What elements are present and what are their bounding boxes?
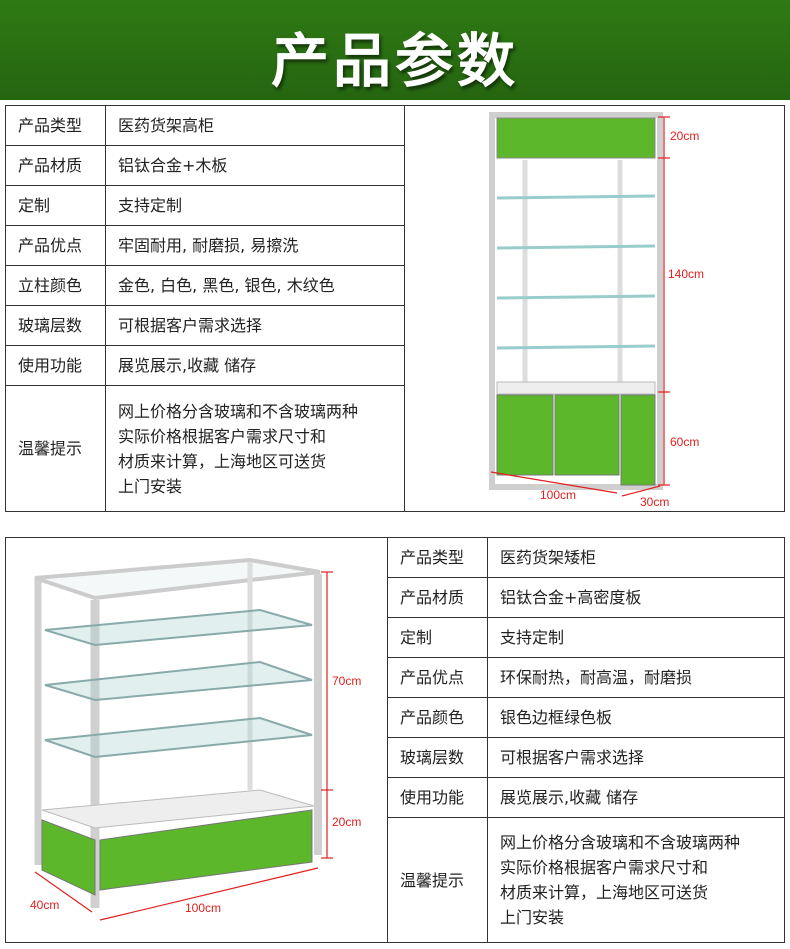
table-row: 使用功能展览展示,收藏 储存 <box>387 777 785 818</box>
dimension-label: 30cm <box>640 495 669 509</box>
dimension-label: 40cm <box>30 898 59 912</box>
table-row-note: 温馨提示 网上价格分含玻璃和不含玻璃两种实际价格根据客户需求尺寸和材质来计算，上… <box>5 385 405 512</box>
dimension-label: 140cm <box>668 267 704 281</box>
tall-cabinet-spec-table: 产品类型医药货架高柜 产品材质铝钛合金+木板 定制支持定制 产品优点牢固耐用, … <box>5 105 405 512</box>
table-row: 立柱颜色金色, 白色, 黑色, 银色, 木纹色 <box>5 265 405 306</box>
table-row: 产品颜色银色边框绿色板 <box>387 697 785 738</box>
table-row: 产品材质铝钛合金+高密度板 <box>387 577 785 618</box>
header-banner: 产品参数 <box>0 0 790 100</box>
dimension-label: 20cm <box>670 129 699 143</box>
table-row: 使用功能展览展示,收藏 储存 <box>5 345 405 386</box>
table-row: 产品类型医药货架高柜 <box>5 105 405 146</box>
table-row: 玻璃层数可根据客户需求选择 <box>5 305 405 346</box>
dimension-label: 60cm <box>670 435 699 449</box>
dimension-label: 70cm <box>332 674 361 688</box>
table-row: 产品类型医药货架矮柜 <box>387 537 785 578</box>
table-row: 产品优点牢固耐用, 耐磨损, 易擦洗 <box>5 225 405 266</box>
dimension-label: 100cm <box>185 901 221 915</box>
table-row: 玻璃层数可根据客户需求选择 <box>387 737 785 778</box>
low-cabinet-spec-table: 产品类型医药货架矮柜 产品材质铝钛合金+高密度板 定制支持定制 产品优点环保耐热… <box>387 537 785 943</box>
table-row: 产品优点环保耐热，耐高温，耐磨损 <box>387 657 785 698</box>
table-row: 产品材质铝钛合金+木板 <box>5 145 405 186</box>
low-cabinet-illustration: 70cm 20cm 40cm 100cm <box>30 557 361 921</box>
table-row-note: 温馨提示 网上价格分含玻璃和不含玻璃两种实际价格根据客户需求尺寸和材质来计算，上… <box>387 817 785 943</box>
page-title: 产品参数 <box>270 27 519 95</box>
table-row: 定制支持定制 <box>5 185 405 226</box>
dimension-label: 20cm <box>332 815 361 829</box>
table-row: 定制支持定制 <box>387 617 785 658</box>
dimension-label: 100cm <box>540 488 576 502</box>
tall-cabinet-illustration: 20cm 140cm 60cm 100cm 30cm <box>489 112 704 509</box>
